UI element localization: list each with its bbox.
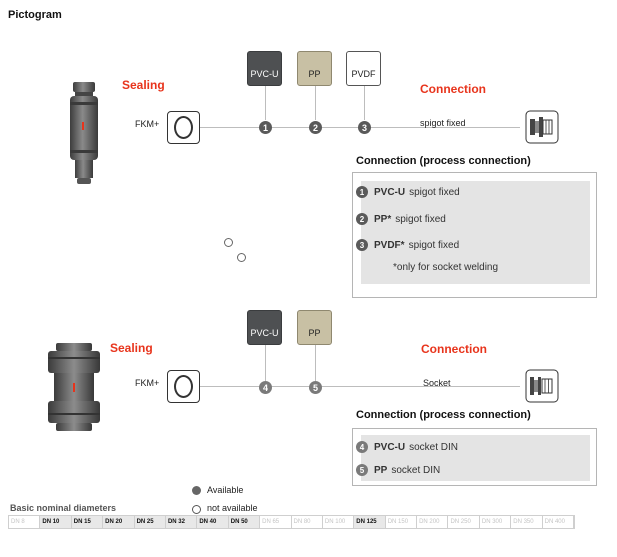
diameter-cell: DN 50 xyxy=(228,516,261,528)
connection-row-4: 4 PVC-U socket DIN xyxy=(356,441,458,453)
spigot-connection-icon xyxy=(525,110,559,144)
row-number: 2 xyxy=(356,213,368,225)
material-box-pvc-u: PVC-U xyxy=(247,51,282,86)
panel-background xyxy=(361,435,590,481)
connection-row-2: 2 PP* spigot fixed xyxy=(356,213,446,225)
connection-row-5: 5 PP socket DIN xyxy=(356,464,440,476)
seal-material-1: FKM+ xyxy=(135,119,160,129)
row-number: 1 xyxy=(356,186,368,198)
row-material: PVC-U xyxy=(374,441,406,453)
diameter-cell: DN 80 xyxy=(291,516,323,528)
material-drop-line xyxy=(315,345,316,381)
connection-panel-1: 1 PVC-U spigot fixed 2 PP* spigot fixed … xyxy=(352,172,597,298)
panel-title-1: Connection (process connection) xyxy=(356,155,531,167)
connection-label-1: Connection xyxy=(420,82,486,96)
row-number: 3 xyxy=(356,239,368,251)
diameters-label: Basic nominal diameters xyxy=(10,503,117,513)
connection-type-2: Socket xyxy=(423,378,451,388)
material-box-pvdf: PVDF xyxy=(346,51,381,86)
row-material: PP* xyxy=(374,213,392,225)
panel-background xyxy=(361,181,590,284)
material-drop-line xyxy=(315,86,316,120)
diameter-cell: DN 65 xyxy=(260,516,292,528)
check-valve-image-spigot xyxy=(70,82,98,184)
panel-title-2: Connection (process connection) xyxy=(356,409,531,421)
material-drop-line xyxy=(265,345,266,381)
panel-note: *only for socket welding xyxy=(393,262,499,273)
diameter-cell: DN 100 xyxy=(322,516,355,528)
row-text: spigot fixed xyxy=(409,186,460,198)
row-text: socket DIN xyxy=(409,441,459,453)
row-material: PP xyxy=(374,464,388,476)
diameter-cell: DN 400 xyxy=(542,516,575,528)
o-ring-seal-icon-1 xyxy=(167,111,200,144)
option-number-1: 1 xyxy=(259,121,272,134)
row-number: 4 xyxy=(356,441,368,453)
row-material: PVC-U xyxy=(374,186,406,198)
not-available-dot-icon xyxy=(192,505,201,514)
diameter-cell: DN 15 xyxy=(71,516,104,528)
diameter-cell: DN 350 xyxy=(511,516,543,528)
page-title: Pictogram xyxy=(8,9,62,21)
material-drop-line xyxy=(265,86,266,120)
diameter-cell: DN 8 xyxy=(9,516,41,528)
diameter-cell: DN 200 xyxy=(417,516,449,528)
option-number-3: 3 xyxy=(358,121,371,134)
legend-not-available: not available xyxy=(207,503,258,513)
diameter-cell: DN 25 xyxy=(134,516,166,528)
sealing-label-2: Sealing xyxy=(110,341,153,355)
diameter-cell: DN 125 xyxy=(354,516,386,528)
material-box-pp: PP xyxy=(297,51,332,86)
decorative-circle xyxy=(224,238,233,247)
row-text: spigot fixed xyxy=(395,213,446,225)
connection-row-3: 3 PVDF* spigot fixed xyxy=(356,239,459,251)
seal-material-2: FKM+ xyxy=(135,378,160,388)
material-box-pvc-u: PVC-U xyxy=(247,310,282,345)
diameter-cell: DN 20 xyxy=(103,516,135,528)
row-text: spigot fixed xyxy=(408,239,460,251)
material-drop-line xyxy=(364,86,365,120)
option-number-4: 4 xyxy=(259,381,272,394)
connector-line-2 xyxy=(200,386,520,387)
connection-type-1: spigot fixed xyxy=(420,118,466,128)
legend-available: Available xyxy=(207,485,244,495)
row-material: PVDF* xyxy=(374,239,405,251)
diameter-cell: DN 300 xyxy=(479,516,512,528)
available-dot-icon xyxy=(192,486,201,495)
check-valve-image-socket xyxy=(48,343,100,431)
connection-row-1: 1 PVC-U spigot fixed xyxy=(356,186,460,198)
row-text: socket DIN xyxy=(391,464,441,476)
diameter-cell: DN 150 xyxy=(385,516,418,528)
o-ring-seal-icon-2 xyxy=(167,370,200,403)
material-box-pp: PP xyxy=(297,310,332,345)
diameter-cell: DN 250 xyxy=(448,516,480,528)
diameter-cell: DN 40 xyxy=(197,516,229,528)
connection-panel-2: 4 PVC-U socket DIN 5 PP socket DIN xyxy=(352,428,597,486)
sealing-label-1: Sealing xyxy=(122,78,165,92)
option-number-2: 2 xyxy=(309,121,322,134)
row-number: 5 xyxy=(356,464,368,476)
diameter-cell: DN 32 xyxy=(165,516,198,528)
socket-connection-icon xyxy=(525,369,559,403)
decorative-circle xyxy=(237,253,246,262)
connection-label-2: Connection xyxy=(421,342,487,356)
diameter-cell: DN 10 xyxy=(40,516,72,528)
option-number-5: 5 xyxy=(309,381,322,394)
